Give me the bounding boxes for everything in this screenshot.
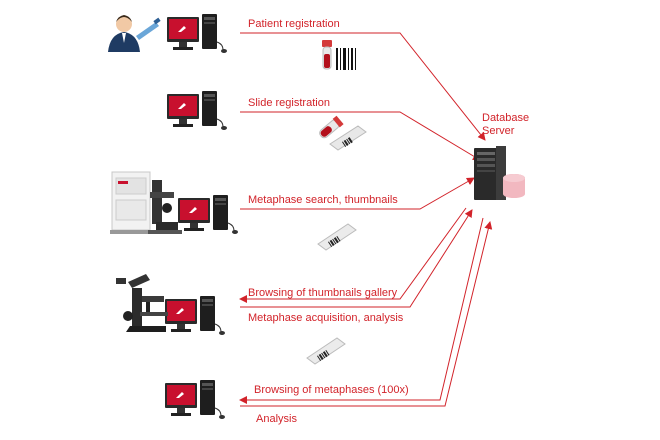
arrow-slide-registration <box>240 111 481 161</box>
database-server-icon <box>474 146 525 200</box>
step-label-slide-registration: Slide registration <box>248 97 330 109</box>
metafer-scanner-icon <box>110 171 182 234</box>
step-label-browsing-metaphases: Browsing of metaphases (100x) <box>254 384 409 396</box>
slide-barcode-icon <box>319 115 367 151</box>
blood-tube-barcode-icon <box>322 40 356 70</box>
user-icon <box>108 15 161 52</box>
arrow-metaphase-search <box>240 177 475 210</box>
step-label-analysis: Analysis <box>256 413 297 425</box>
step-label-thumbnails-gallery: Browsing of thumbnails gallery <box>248 287 398 299</box>
computer-icon <box>166 90 228 131</box>
computer-icon <box>166 13 228 54</box>
computer-icon <box>164 379 226 420</box>
arrow-metaphase-acquisition <box>240 209 473 308</box>
microscope-icon <box>116 274 168 332</box>
slide-barcode-icon <box>306 337 346 365</box>
step-label-patient-registration: Patient registration <box>248 18 340 30</box>
computer-icon <box>164 295 226 336</box>
arrow-thumbnails-gallery <box>239 207 467 303</box>
step-label-metaphase-search: Metaphase search, thumbnails <box>248 194 398 206</box>
arrow-patient-registration <box>240 32 486 141</box>
server-line-2: Server <box>482 125 515 137</box>
database-server-label: Database Server <box>482 112 529 138</box>
server-line-1: Database <box>482 112 530 124</box>
computer-icon <box>177 194 239 235</box>
arrow-analysis <box>240 221 493 407</box>
slide-barcode-icon <box>317 223 357 251</box>
step-label-metaphase-acquisition: Metaphase acquisition, analysis <box>248 312 404 324</box>
arrow-browsing-metaphases <box>239 217 484 404</box>
